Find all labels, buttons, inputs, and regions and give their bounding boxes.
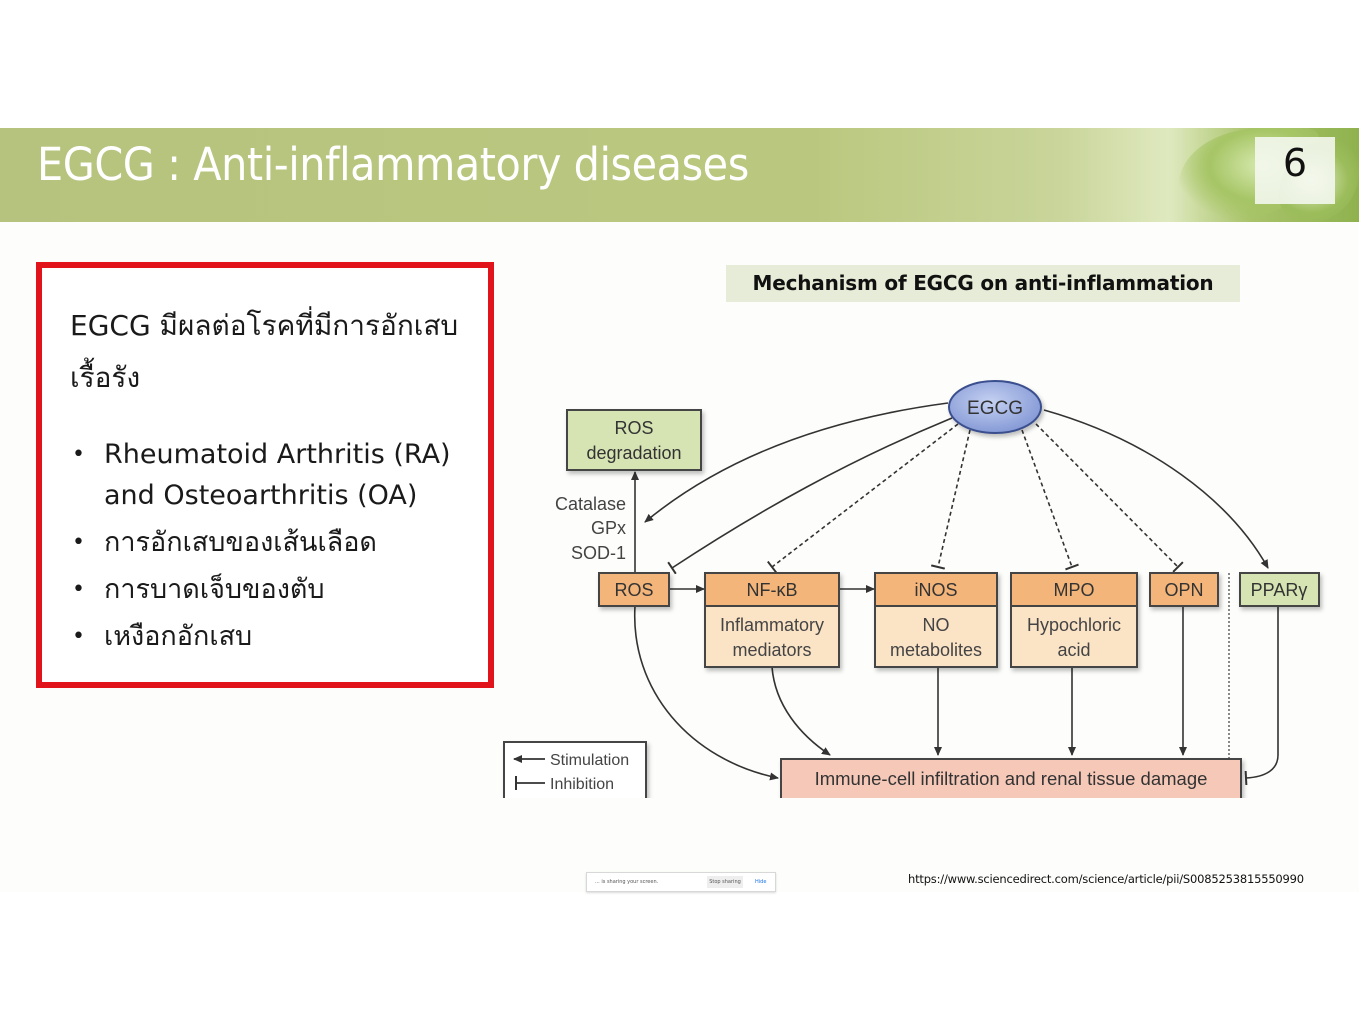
- list-item: •Rheumatoid Arthritis (RA) and Osteoarth…: [70, 434, 480, 516]
- svg-text:metabolites: metabolites: [890, 640, 982, 660]
- svg-text:Inhibition: Inhibition: [550, 776, 614, 793]
- mechanism-diagram: ROS degradation Catalase GPx SOD-1 EGCG …: [503, 380, 1320, 798]
- list-item: •การบาดเจ็บของตับ: [70, 569, 480, 610]
- opn-node: OPN: [1149, 572, 1219, 607]
- inos-node: iNOS NO metabolites: [874, 572, 998, 668]
- svg-text:MPO: MPO: [1053, 580, 1094, 600]
- bullet-icon: •: [72, 624, 85, 649]
- svg-text:GPx: GPx: [591, 518, 626, 538]
- svg-text:OPN: OPN: [1164, 580, 1203, 600]
- svg-text:SOD-1: SOD-1: [571, 543, 626, 563]
- svg-text:EGCG: EGCG: [967, 398, 1023, 419]
- stop-sharing-button[interactable]: Stop sharing: [707, 876, 743, 888]
- egcg-to-nfkb-inhibition: [766, 423, 959, 574]
- ros-degradation-node: ROS degradation: [566, 409, 702, 471]
- egcg-to-ppar-stimulation: [1043, 409, 1269, 569]
- ros-to-damage: [633, 605, 779, 781]
- share-message: ... is sharing your screen.: [595, 879, 659, 885]
- svg-text:degradation: degradation: [586, 443, 681, 463]
- egcg-to-opn-inhibition: [1035, 423, 1184, 573]
- svg-text:NO: NO: [923, 615, 950, 635]
- source-link[interactable]: https://www.sciencedirect.com/science/ar…: [908, 872, 1304, 886]
- egcg-to-ros-stimulation: [644, 402, 949, 523]
- egcg-node: EGCG: [948, 380, 1042, 434]
- bullet-icon: •: [72, 577, 85, 602]
- slide-title: EGCG : Anti-inflammatory diseases: [37, 138, 749, 191]
- ppar-node: PPARγ: [1239, 572, 1320, 607]
- svg-text:Immune-cell infiltration and r: Immune-cell infiltration and renal tissu…: [815, 768, 1208, 789]
- damage-node: Immune-cell infiltration and renal tissu…: [780, 758, 1242, 798]
- legend: Stimulation Inhibition: [503, 741, 647, 798]
- svg-text:Stimulation: Stimulation: [550, 752, 629, 769]
- svg-text:PPARγ: PPARγ: [1251, 580, 1308, 600]
- hide-button[interactable]: Hide: [755, 879, 767, 885]
- nfkb-to-damage: [771, 666, 831, 756]
- bullet-icon: •: [72, 530, 85, 555]
- ppar-to-damage-inhibition: [1244, 606, 1279, 786]
- list-item: •เหงือกอักเสบ: [70, 616, 480, 657]
- egcg-to-mpo-inhibition: [1021, 429, 1079, 571]
- screen-share-bar: ... is sharing your screen. Stop sharing…: [586, 872, 776, 892]
- bullet-icon: •: [72, 442, 85, 467]
- nfkb-node: NF-κB Inflammatory mediators: [704, 572, 840, 668]
- svg-text:ROS: ROS: [614, 418, 653, 438]
- title-banner: EGCG : Anti-inflammatory diseases 6: [0, 128, 1359, 222]
- slide: EGCG : Anti-inflammatory diseases 6 EGCG…: [0, 128, 1359, 892]
- enzyme-labels: Catalase GPx SOD-1: [555, 494, 626, 563]
- list-item: •การอักเสบของเส้นเลือด: [70, 522, 480, 563]
- svg-text:Hypochloric: Hypochloric: [1027, 615, 1121, 635]
- svg-text:Inflammatory: Inflammatory: [720, 615, 824, 635]
- ros-node: ROS: [598, 572, 670, 607]
- intro-text: EGCG มีผลต่อโรคที่มีการอักเสบเรื้อรัง: [70, 309, 459, 394]
- diagram-title: Mechanism of EGCG on anti-inflammation: [726, 265, 1240, 302]
- svg-text:NF-κB: NF-κB: [747, 580, 798, 600]
- egcg-to-ros-inhibition: [667, 417, 953, 575]
- disease-list: •Rheumatoid Arthritis (RA) and Osteoarth…: [70, 434, 480, 663]
- svg-text:acid: acid: [1057, 640, 1090, 660]
- svg-text:Catalase: Catalase: [555, 494, 626, 514]
- svg-text:iNOS: iNOS: [914, 580, 957, 600]
- svg-text:ROS: ROS: [614, 580, 653, 600]
- svg-text:mediators: mediators: [732, 640, 811, 660]
- page-number: 6: [1255, 137, 1335, 204]
- mpo-node: MPO Hypochloric acid: [1010, 572, 1138, 668]
- highlight-box: EGCG มีผลต่อโรคที่มีการอักเสบเรื้อรัง •R…: [36, 262, 494, 688]
- connectors: [631, 402, 1279, 786]
- egcg-to-inos-inhibition: [930, 429, 971, 570]
